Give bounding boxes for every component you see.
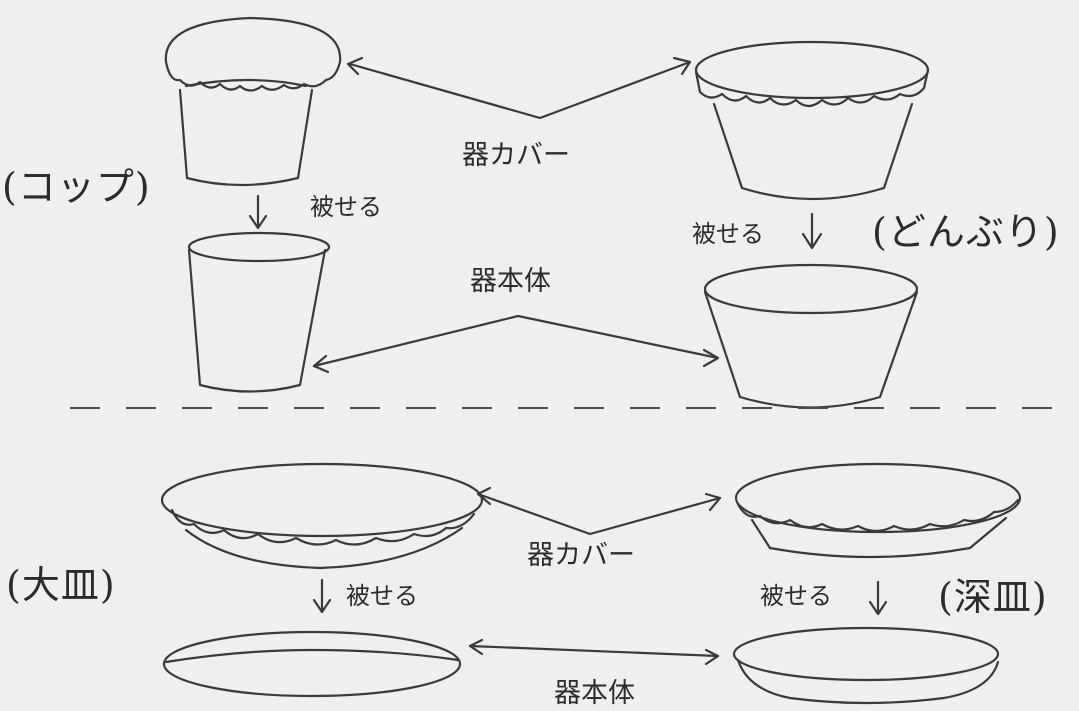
cup-body-drawing (187, 231, 331, 393)
large-plate-body-drawing (162, 630, 462, 698)
body-caption-bottom: 器本体 (554, 678, 635, 709)
body-arrows-top (312, 314, 720, 374)
deep-plate-with-cover-drawing (734, 462, 1022, 559)
bowl-body-drawing (703, 263, 919, 409)
cover-caption-bottom: 器カバー (527, 540, 635, 571)
bowl-with-cover-drawing (694, 40, 930, 201)
cover-arrows-bottom (476, 486, 722, 536)
down-arrow-bowl (801, 212, 823, 250)
down-arrow-cup (248, 194, 268, 230)
down-arrow-large-plate (312, 578, 332, 614)
put-on-deep-plate-label: 被せる (760, 582, 832, 610)
deep-plate-label: (深皿) (938, 575, 1048, 619)
large-plate-with-cover-drawing (160, 462, 484, 570)
cover-caption-top: 器カバー (462, 140, 570, 171)
cover-arrows-top (346, 56, 692, 120)
bowl-label: (どんぶり) (872, 210, 1060, 254)
put-on-large-plate-label: 被せる (346, 582, 418, 610)
put-on-bowl-label: 被せる (692, 220, 764, 248)
deep-plate-body-drawing (732, 626, 1000, 705)
down-arrow-deep-plate (868, 580, 888, 616)
put-on-cup-label: 被せる (310, 193, 382, 221)
large-plate-label: (大皿) (6, 563, 116, 607)
body-arrows-bottom (468, 638, 720, 666)
body-caption-top: 器本体 (470, 266, 551, 297)
cup-label: (コップ) (2, 165, 151, 209)
cup-with-cover-drawing (164, 16, 342, 187)
